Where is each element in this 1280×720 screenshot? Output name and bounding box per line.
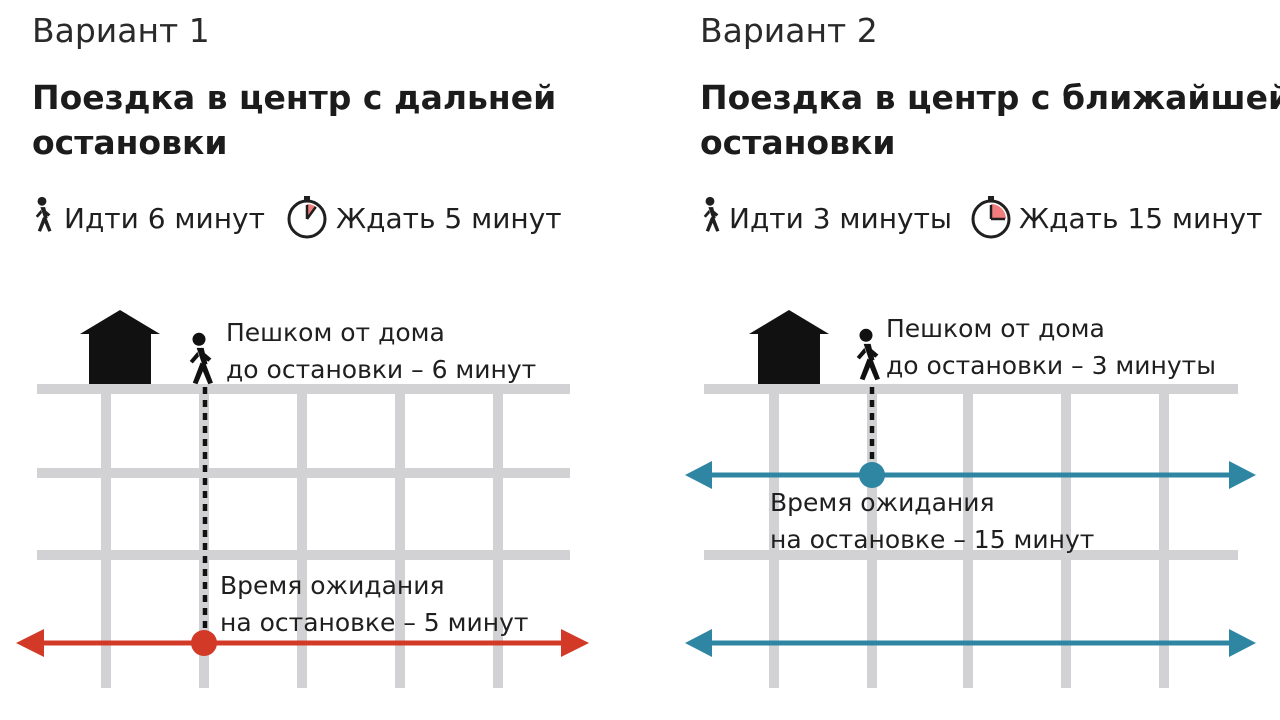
clock-icon [287,196,327,239]
route-arrow-left [685,629,712,657]
route-arrow-left [16,629,44,657]
walking-person-icon [35,196,52,232]
variant2-street-grid [704,384,1238,688]
variant2-title-line1: Поездка в центр с ближайшей [700,78,1280,117]
walking-person-icon [856,328,880,381]
variant2-walk-label-line1: Пешком от дома [886,314,1105,343]
bus-stop-icon [859,462,885,488]
variant2-heading: Вариант 2 [700,11,878,50]
variant1-walk-stat: Идти 6 минут [64,202,265,235]
variant2-walk-stat: Идти 3 минуты [729,202,952,235]
variant1-panel: Вариант 1 Поездка в центр с дальней оста… [16,11,589,688]
route-arrow-right [1229,461,1256,489]
walking-person-icon [703,196,720,232]
clock-wait-sector [991,204,1006,219]
house-icon [80,310,160,384]
variant2-wait-stat: Ждать 15 минут [1019,202,1262,235]
house-icon [749,310,829,384]
variant2-wait-label-line1: Время ожидания [770,488,995,517]
variant1-walk-label-line1: Пешком от дома [226,318,445,347]
variant1-street-grid [37,384,570,688]
variant1-wait-stat: Ждать 5 минут [336,202,562,235]
variant2-walk-label-line2: до остановки – 3 минуты [886,351,1216,380]
variant1-wait-label-line2: на остановке – 5 минут [220,608,528,637]
variant1-title-line2: остановки [32,123,228,162]
variant2-title-line2: остановки [700,123,896,162]
walking-person-icon [189,332,213,385]
variant1-wait-label-line1: Время ожидания [220,571,445,600]
variant2-wait-label-line2: на остановке – 15 минут [770,525,1094,554]
clock-icon [971,196,1011,239]
variant1-walk-label-line2: до остановки – 6 минут [226,355,536,384]
bus-stop-icon [191,630,217,656]
variant2-bus-route-lower [685,629,1256,657]
route-arrow-right [561,629,589,657]
variant2-bus-route-upper [685,461,1256,489]
route-arrow-left [685,461,712,489]
variant1-title-line1: Поездка в центр с дальней [32,78,556,117]
variant2-panel: Вариант 2 Поездка в центр с ближайшей ос… [685,11,1280,688]
variant1-heading: Вариант 1 [32,11,210,50]
variant1-bus-route [16,629,589,657]
route-arrow-right [1229,629,1256,657]
